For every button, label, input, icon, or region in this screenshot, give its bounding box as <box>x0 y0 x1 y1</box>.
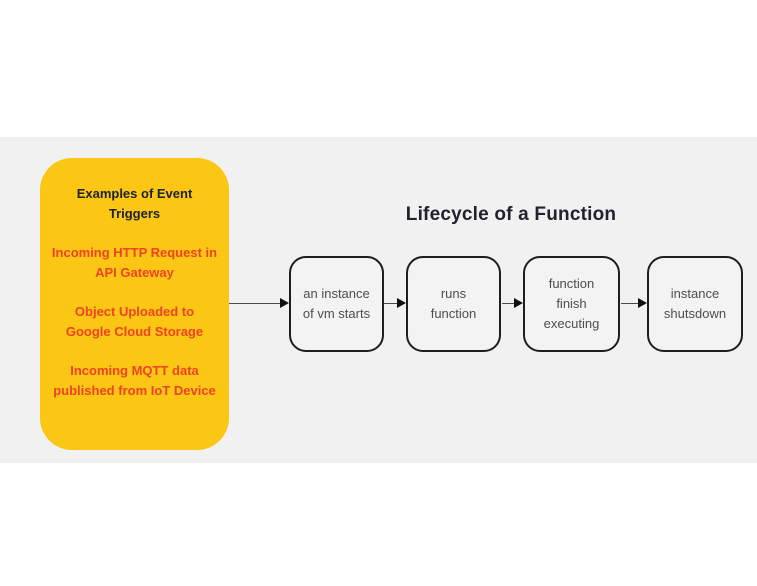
lifecycle-step-label: instance shutsdown <box>663 286 727 321</box>
lifecycle-step-label: an instance of vm starts <box>302 286 371 321</box>
trigger-item-mqtt-data: Incoming MQTT data published from IoT De… <box>53 363 216 398</box>
lifecycle-step-runs-function: runs function <box>406 256 501 352</box>
connector-arrow-step2-to-step3 <box>502 298 523 308</box>
event-triggers-heading: Examples of Event Triggers <box>76 186 193 221</box>
trigger-item-object-uploaded: Object Uploaded to Google Cloud Storage <box>65 304 204 339</box>
lifecycle-step-finish-executing: function finish executing <box>523 256 620 352</box>
lifecycle-step-vm-starts: an instance of vm starts <box>289 256 384 352</box>
connector-arrow-step3-to-step4 <box>621 298 647 308</box>
connector-arrow-step1-to-step2 <box>384 298 406 308</box>
lifecycle-step-label: runs function <box>430 286 477 321</box>
lifecycle-step-instance-shutsdown: instance shutsdown <box>647 256 743 352</box>
lifecycle-step-label: function finish executing <box>543 276 600 331</box>
diagram-title: Lifecycle of a Function <box>405 204 617 225</box>
event-triggers-card: Examples of Event Triggers Incoming HTTP… <box>40 158 229 450</box>
trigger-item-http-request: Incoming HTTP Request in API Gateway <box>51 245 218 280</box>
connector-arrow-triggers-to-step1 <box>229 298 289 308</box>
